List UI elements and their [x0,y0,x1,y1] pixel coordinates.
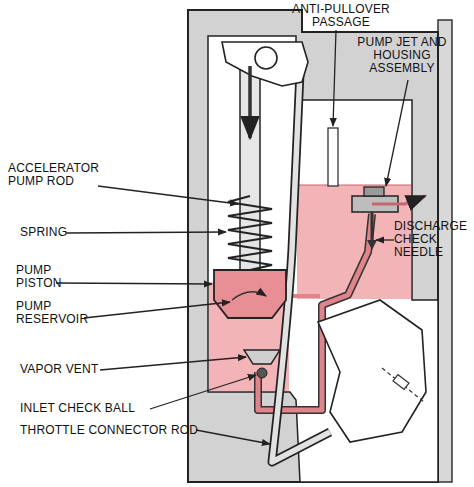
part-label: SPRING [20,226,80,239]
vapor-vent [244,350,280,364]
leader-line [66,232,226,233]
part-label: VAPOR VENT [20,363,170,376]
leader-line [98,186,238,204]
pump-spring [228,196,272,270]
anti-pullover-tube [328,128,338,186]
part-label: DISCHARGE CHECK NEEDLE [394,220,474,259]
push-arrow [248,66,252,138]
inlet-check-ball [257,368,267,378]
part-label: ACCELERATOR PUMP ROD [8,162,104,188]
leader-line [333,30,336,126]
flow-arrow [232,292,266,300]
leader-line [376,239,394,240]
part-label: THROTTLE CONNECTOR ROD [20,424,260,437]
leader-line [100,357,246,370]
leader-line [84,302,230,318]
throttle-pin [393,375,409,390]
lever-pivot [255,47,277,69]
leader-line [150,375,256,409]
jet-screw [364,187,384,196]
leader-line [196,430,270,444]
connector-rod-outline [272,72,330,462]
part-label: INLET CHECK BALL [20,402,220,415]
leader-line [386,80,408,186]
pump-lever [222,42,308,86]
part-label: PUMP JET AND HOUSING ASSEMBLY [350,36,454,75]
leader-line [56,283,212,284]
throttle-shaft-line [382,368,424,402]
part-label: PUMP PISTON [16,264,78,290]
pump-piston [214,270,286,318]
part-label: PUMP RESERVOIR [16,300,94,326]
connector-rod [272,72,330,462]
throttle-lever [318,300,426,442]
jet-spray [372,196,425,204]
discharge-needle [371,212,374,240]
needle-tip [367,240,377,250]
body-cavity [208,36,438,482]
part-label: ANTI-PULLOVER PASSAGE [286,3,396,29]
fuel-level [297,184,411,185]
